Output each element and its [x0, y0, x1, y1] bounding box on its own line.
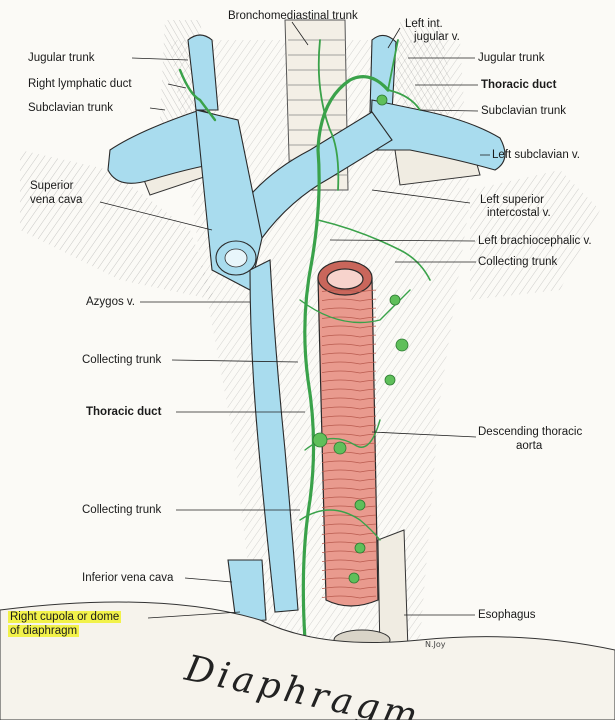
label-collecting-trunk-mid: Collecting trunk: [82, 354, 162, 366]
label-descending-thoracic-aorta-1: Descending thoracic: [478, 426, 583, 438]
label-left-int-jugular-v-2: jugular v.: [414, 31, 460, 43]
label-thoracic-duct-top: Thoracic duct: [481, 79, 557, 91]
leader-lines: [99, 21, 490, 619]
label-superior-vena-cava-1: Superior: [30, 180, 74, 192]
label-collecting-trunk-low: Collecting trunk: [82, 504, 162, 516]
left-chest-wall: [470, 170, 600, 300]
label-thoracic-duct-mid: Thoracic duct: [86, 406, 162, 418]
highlight-right-cupola-2: of diaphragm: [8, 625, 80, 637]
label-azygos-v: Azygos v.: [86, 296, 135, 308]
label-left-int-jugular-v-1: Left int.: [405, 18, 443, 30]
label-descending-thoracic-aorta-2: aorta: [516, 440, 543, 452]
right-chest-wall: [20, 150, 215, 300]
label-right-lymphatic-duct: Right lymphatic duct: [28, 78, 132, 90]
label-esophagus: Esophagus: [478, 609, 536, 621]
label-right-cupola-1: Right cupola or dome: [8, 611, 122, 624]
right-jugular-vein: [187, 34, 219, 111]
azygos-vein: [249, 259, 299, 613]
label-collecting-trunk-top: Collecting trunk: [478, 256, 558, 268]
collecting-trunk-1: [317, 219, 431, 281]
label-left-subclavian-v: Left subclavian v.: [492, 149, 581, 161]
right-lymphatic-duct-path: [178, 68, 217, 122]
label-left-superior-intercostal-v-1: Left superior: [480, 194, 544, 206]
left-subclavian-vein: [369, 99, 506, 171]
label-subclavian-trunk-left-side: Subclavian trunk: [481, 105, 567, 117]
label-superior-vena-cava-2: vena cava: [30, 194, 83, 206]
venous-system: [107, 34, 506, 623]
label-subclavian-trunk-right-side: Subclavian trunk: [28, 102, 114, 114]
diaphragm-dome: [0, 601, 615, 720]
label-jugular-trunk-left-side: Jugular trunk: [478, 52, 545, 64]
left-jugular-trunk-path: [387, 39, 399, 91]
thoracic-duct-path: [301, 75, 390, 642]
label-jugular-trunk-right-side: Jugular trunk: [28, 52, 95, 64]
highlight-right-cupola-1: Right cupola or dome: [8, 611, 122, 623]
bronchomediastinal-trunk-path: [317, 39, 340, 191]
label-bronchomediastinal-trunk: Bronchomediastinal trunk: [228, 10, 358, 22]
right-neck-muscle: [395, 20, 455, 130]
artist-signature: N.Joy: [425, 640, 446, 649]
label-inferior-vena-cava: Inferior vena cava: [82, 572, 174, 584]
descending-aorta: [317, 260, 379, 607]
inferior-vena-cava: [227, 559, 267, 623]
left-subclavian-trunk-path: [387, 89, 421, 111]
left-jugular-vein: [369, 34, 397, 113]
lymph-nodes: [312, 94, 409, 584]
label-right-cupola-2: of diaphragm: [8, 625, 80, 638]
label-left-brachiocephalic-v: Left brachiocephalic v.: [478, 235, 592, 247]
collecting-trunk-4: [299, 509, 381, 541]
collecting-trunk-2: [299, 289, 411, 324]
label-left-superior-intercostal-v-2: intercostal v.: [487, 207, 551, 219]
